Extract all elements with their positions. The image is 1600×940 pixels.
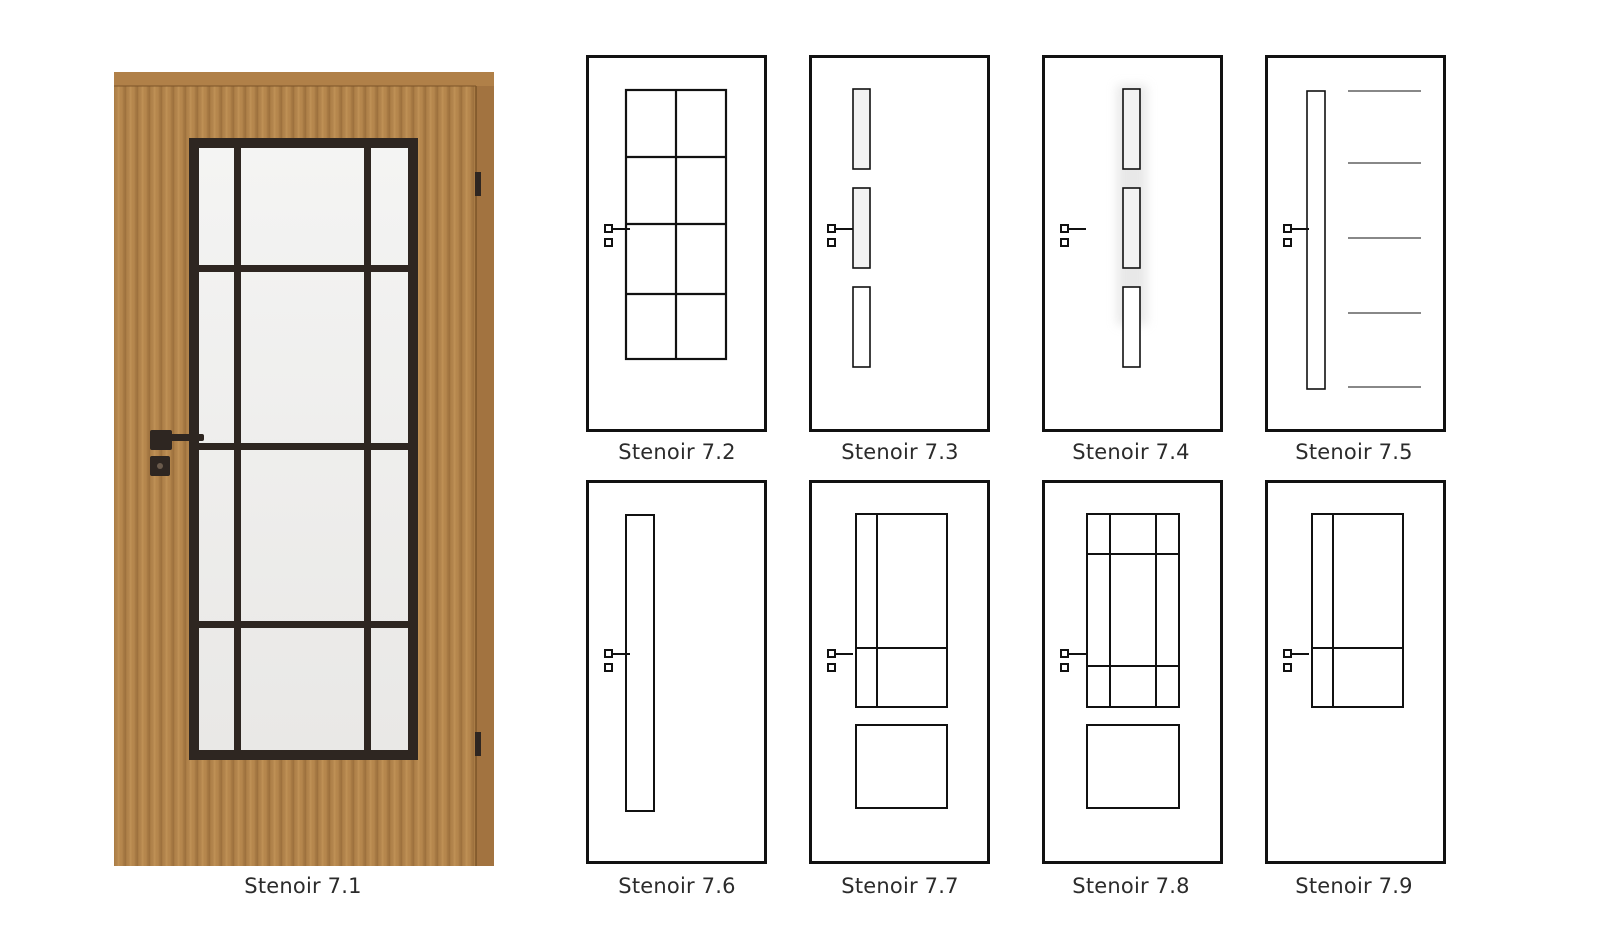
door-drawing-7-4 bbox=[1042, 55, 1223, 432]
door-drawing-7-2 bbox=[586, 55, 767, 432]
door-label-7-4: Stenoir 7.4 bbox=[1072, 440, 1190, 464]
door-drawing-7-6 bbox=[586, 480, 767, 864]
door-label-7-2: Stenoir 7.2 bbox=[618, 440, 736, 464]
door-drawing-7-5 bbox=[1265, 55, 1446, 432]
door-drawing-7-7 bbox=[809, 480, 990, 864]
handle-icon bbox=[604, 224, 630, 247]
door-drawing-7-8 bbox=[1042, 480, 1223, 864]
door-label-7-7: Stenoir 7.7 bbox=[841, 874, 959, 898]
door-photo-stenoir-7-1 bbox=[114, 72, 494, 866]
door-label-7-3: Stenoir 7.3 bbox=[841, 440, 959, 464]
door-drawing-7-3 bbox=[809, 55, 990, 432]
door-label-7-1: Stenoir 7.1 bbox=[244, 874, 362, 898]
door-label-7-5: Stenoir 7.5 bbox=[1295, 440, 1413, 464]
door-label-7-8: Stenoir 7.8 bbox=[1072, 874, 1190, 898]
door-label-7-9: Stenoir 7.9 bbox=[1295, 874, 1413, 898]
door-label-7-6: Stenoir 7.6 bbox=[618, 874, 736, 898]
door-drawing-7-9 bbox=[1265, 480, 1446, 864]
